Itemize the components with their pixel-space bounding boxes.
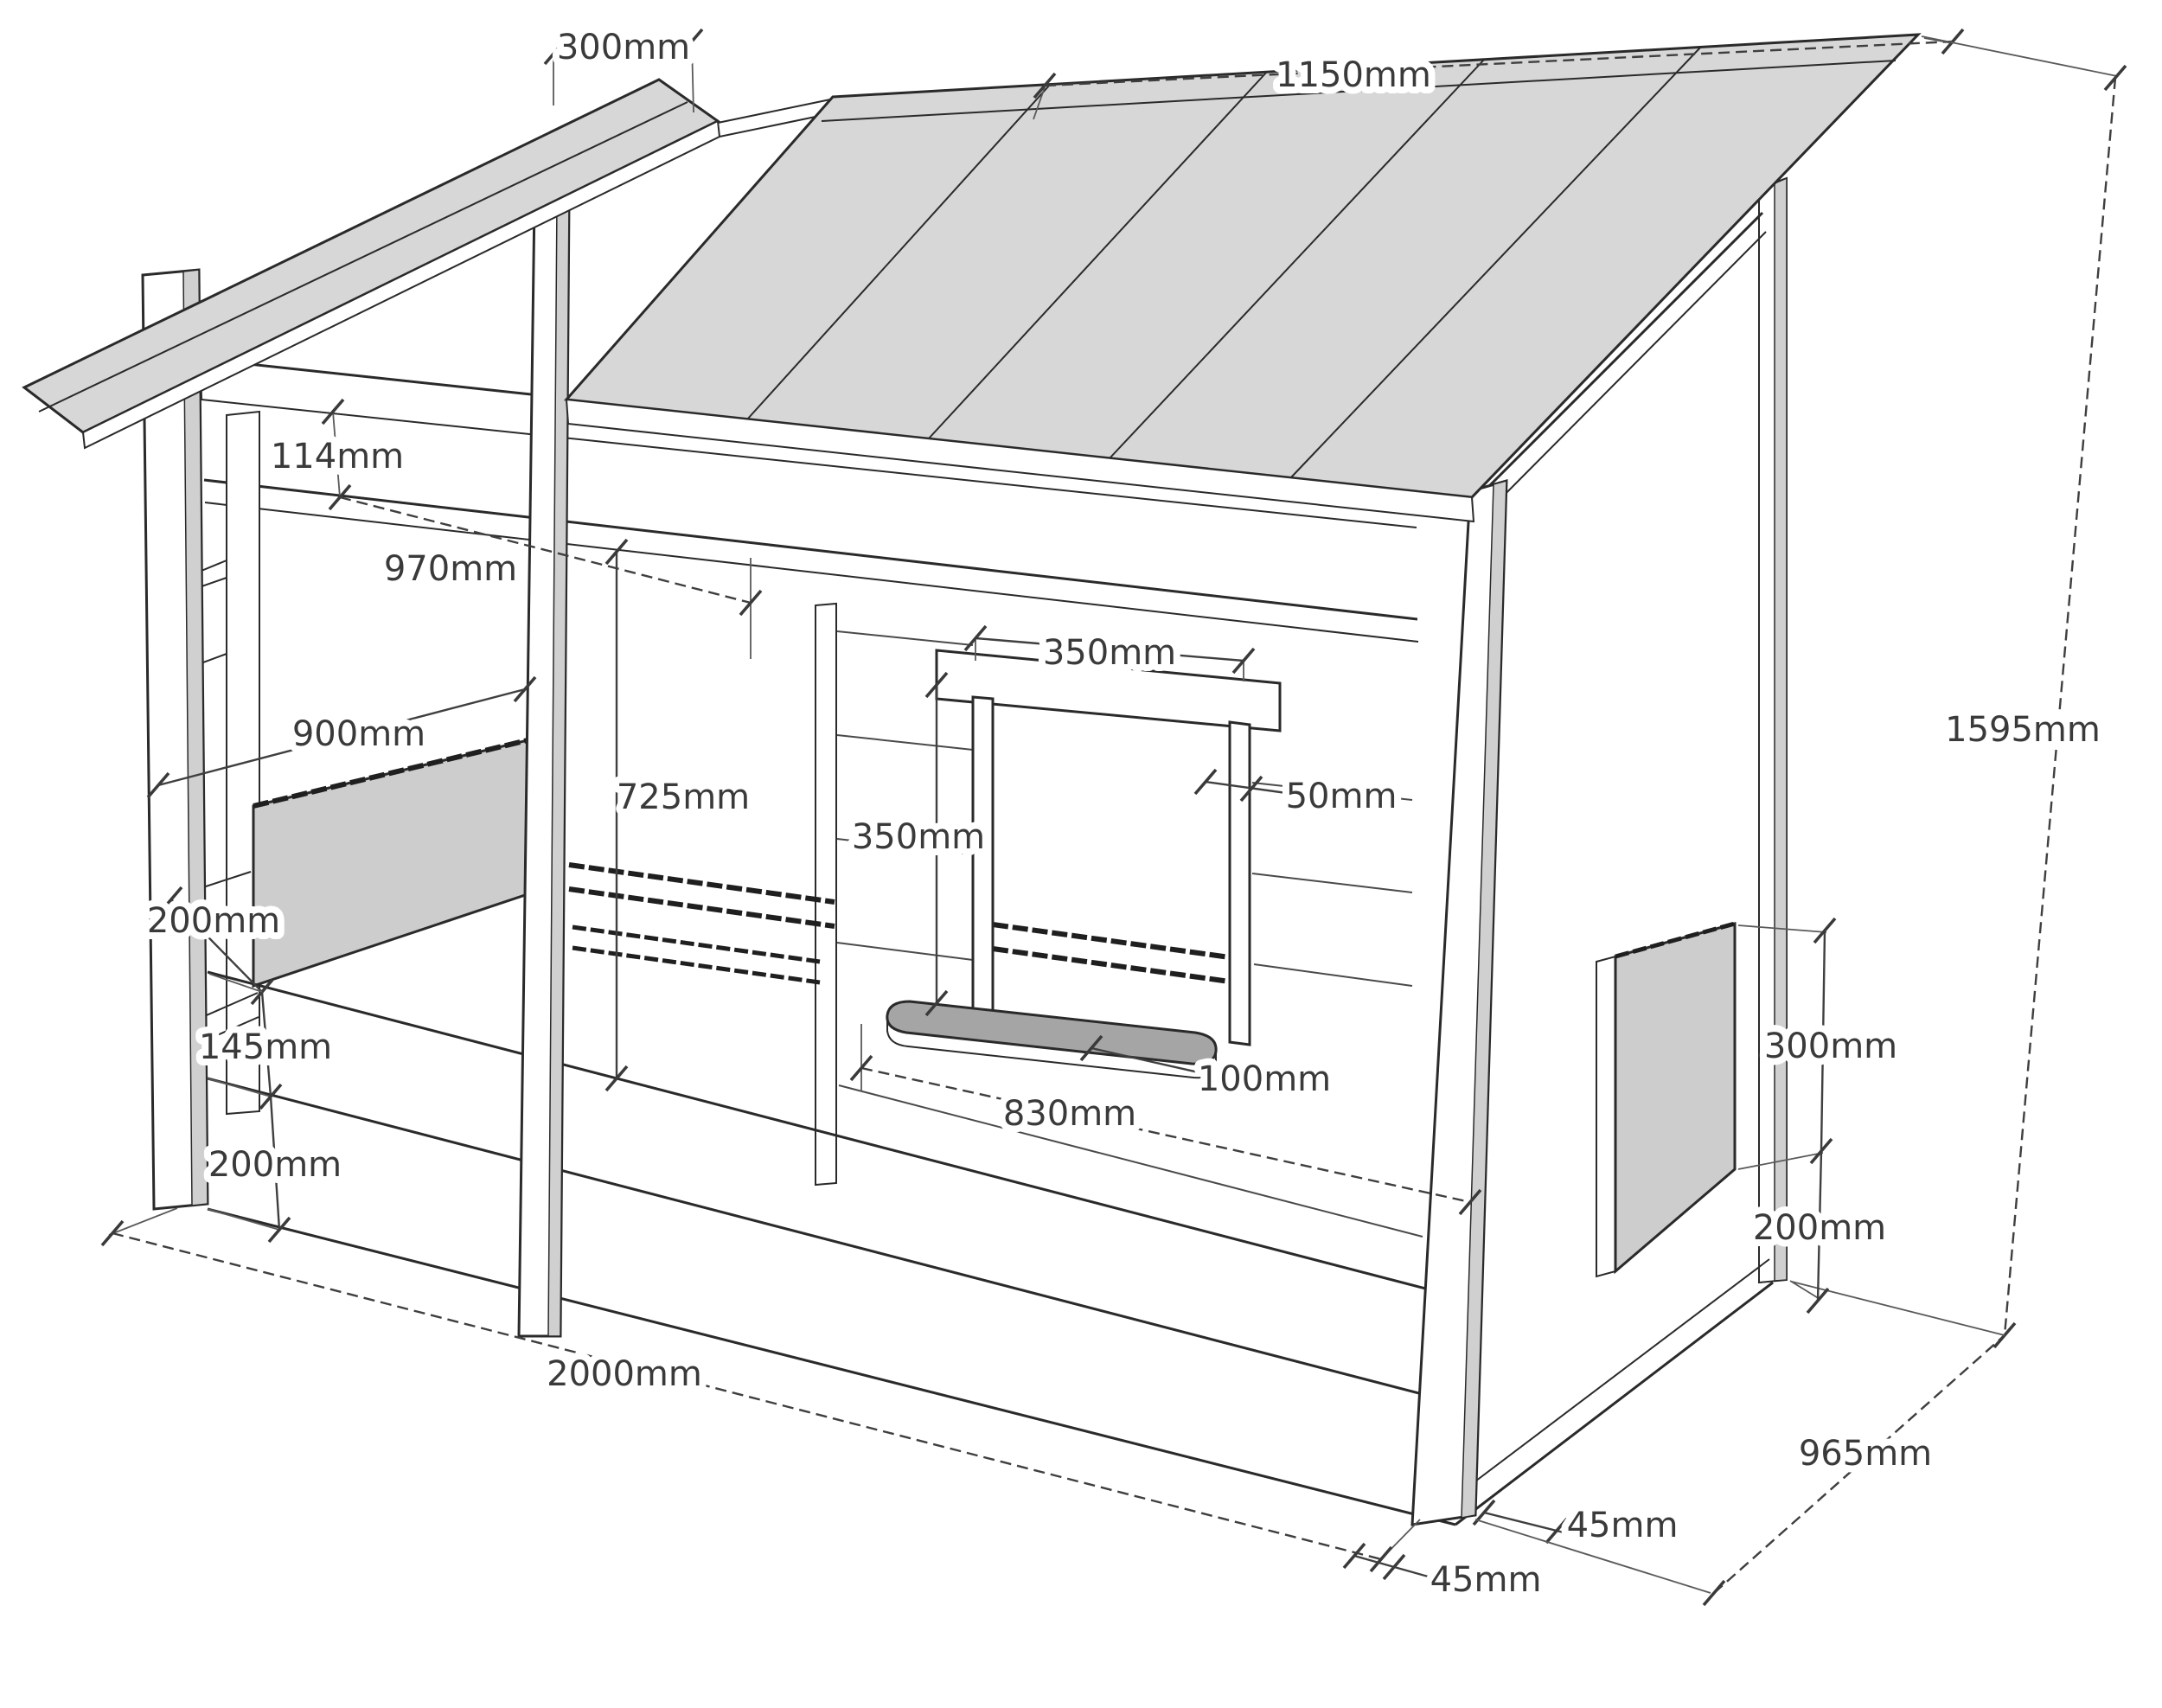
window-right-jamb [1228,720,1251,1046]
dim-side-panel-length: 900mm [146,675,537,799]
window-shelf [886,1000,1218,1065]
dim-label: 725mm [617,777,750,817]
front-wall-planks [836,630,1423,1238]
rear-bed-rails [568,862,1231,985]
dim-post-depth: 45mm [1472,1499,1685,1552]
dim-label: 965mm [1799,1434,1932,1474]
dim-label: 114mm [271,437,404,477]
dim-window-wall-length: 830mm [849,1024,1482,1216]
footboard-panel [1614,922,1737,1275]
dim-top-rail-offset: 114mm [264,398,411,511]
footboard-edge-board [1596,955,1616,1278]
roof-board-line [1109,59,1485,459]
foot-section [1450,176,1788,1526]
left-roof-plank [22,78,837,450]
dim-window-frame-board-width: 50mm [1193,768,1404,823]
dim-label: 45mm [1430,1560,1542,1600]
dim-label: 970mm [384,549,517,589]
roof-board-line [746,84,1051,420]
front-left-post [141,268,209,1211]
dim-footboard-base-offset: 200mm [1746,1150,1893,1315]
dim-label: 300mm [557,28,690,67]
dim-label: 1150mm [1276,55,1431,95]
side-panel [252,738,529,988]
roof-fascia [565,398,1475,523]
dim-post-width: 45mm [1342,1542,1548,1607]
dim-label: 100mm [1198,1059,1331,1099]
dim-window-width: 350mm [963,624,1256,681]
dim-label: 350mm [852,817,985,857]
dim-footboard-panel-height: 300mm [1737,917,1904,1170]
dim-label: 300mm [1764,1027,1897,1066]
front-right-post [1410,478,1508,1526]
foot-bottom-rail [1455,1281,1774,1526]
foot-top-rail [1474,211,1764,502]
dim-label: 200mm [1753,1208,1886,1248]
dim-label: 2000mm [547,1354,702,1394]
dim-left-roof-plank-width: 300mm [543,21,704,113]
roof-board-line [1290,46,1702,478]
dim-label: 830mm [1003,1094,1136,1134]
dim-bed-length: 2000mm [100,1207,1421,1573]
dim-front-wall-height: 725mm [604,538,757,1092]
dim-main-roof-width: 1150mm [1033,28,1965,120]
roof-board-line [928,71,1268,439]
dim-window-shelf-depth: 100mm [1079,1034,1338,1106]
dim-label: 900mm [292,714,425,754]
dim-label: 45mm [1567,1506,1679,1545]
dim-base-board-height: 200mm [201,1096,349,1244]
dim-window-height: 350mm [845,671,992,1017]
window [886,649,1282,1079]
dim-side-panel-bottom-offset: 200mm [140,886,287,1006]
dim-overall-height: 1595mm [1791,35,2127,1336]
dim-label: 145mm [199,1027,332,1067]
dim-overall-depth: 965mm [1474,1321,2017,1607]
dim-label: 350mm [1043,633,1176,673]
dim-gable-opening-width: 970mm [339,496,763,659]
rear-middle-stud [815,602,837,1187]
bed-base [207,970,1456,1526]
dim-bed-rail-height: 145mm [192,973,339,1110]
dim-label: 1595mm [1945,710,2101,750]
dim-label: 200mm [147,901,280,941]
dim-label: 200mm [208,1145,342,1185]
middle-post [517,198,571,1338]
dim-label: 50mm [1286,777,1398,816]
main-roof [563,33,1922,523]
